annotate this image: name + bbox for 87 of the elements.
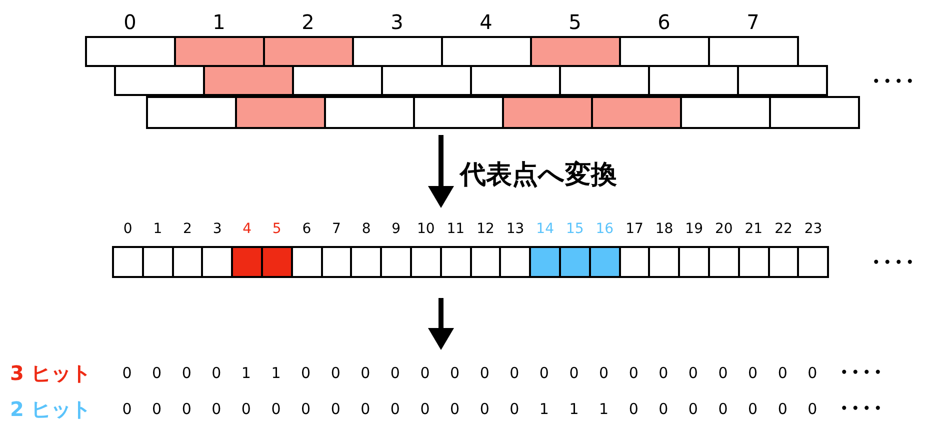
bit-value: 0 xyxy=(390,366,400,380)
bit-value: 0 xyxy=(330,402,340,416)
bit-value: 0 xyxy=(271,402,281,416)
ellipsis: •••• xyxy=(872,256,918,270)
bit-value: 0 xyxy=(658,402,668,416)
bit-value: 1 xyxy=(539,402,549,416)
bit-value: 0 xyxy=(450,366,460,380)
index-number: 3 xyxy=(390,12,404,32)
bit-value: 0 xyxy=(480,402,490,416)
bit-value: 0 xyxy=(748,402,758,416)
index-number: 10 xyxy=(416,222,435,236)
bit-value: 0 xyxy=(330,366,340,380)
index-number: 17 xyxy=(626,222,644,236)
bit-value: 0 xyxy=(360,402,370,416)
index-number: 12 xyxy=(476,222,494,236)
index-number: 6 xyxy=(302,222,312,236)
bit-value: 1 xyxy=(599,402,609,416)
bit-value: 1 xyxy=(569,402,579,416)
index-number: 13 xyxy=(506,222,524,236)
index-number: 4 xyxy=(480,12,492,32)
bit-value: 0 xyxy=(688,402,698,416)
bit-value: 1 xyxy=(271,366,281,380)
bit-value: 0 xyxy=(122,402,132,416)
index-number: 7 xyxy=(746,12,760,32)
bit-value: 0 xyxy=(152,366,162,380)
bit-value: 0 xyxy=(539,366,549,380)
bit-value: 0 xyxy=(688,366,698,380)
bit-value: 0 xyxy=(510,402,520,416)
bit-value: 0 xyxy=(748,366,758,380)
index-number: 5 xyxy=(568,12,582,32)
bit-value: 0 xyxy=(480,366,490,380)
bit-value: 0 xyxy=(420,366,430,380)
bit-value: 0 xyxy=(450,402,460,416)
index-number: 20 xyxy=(714,222,733,236)
index-number: 4 xyxy=(242,222,252,236)
index-number: 11 xyxy=(446,222,465,236)
row-label: 3 ヒット xyxy=(10,363,91,383)
bit-value: 0 xyxy=(122,366,132,380)
index-number: 1 xyxy=(212,12,226,32)
bit-value: 0 xyxy=(658,366,668,380)
index-number: 3 xyxy=(212,222,222,236)
bit-value: 0 xyxy=(778,402,788,416)
index-number: 19 xyxy=(685,222,703,236)
bit-value: 0 xyxy=(212,366,222,380)
index-number: 5 xyxy=(272,222,282,236)
index-number: 0 xyxy=(123,222,132,236)
bit-value: 0 xyxy=(182,402,192,416)
index-number: 6 xyxy=(658,12,670,32)
index-number: 2 xyxy=(183,222,192,236)
index-number: 22 xyxy=(774,222,792,236)
bit-value: 0 xyxy=(182,366,192,380)
bit-value: 0 xyxy=(599,366,609,380)
arrow-label: 代表点へ変換 xyxy=(460,162,617,188)
bit-value: 0 xyxy=(212,402,222,416)
bit-value: 0 xyxy=(718,402,728,416)
index-number: 0 xyxy=(124,12,136,32)
ellipsis: •••• xyxy=(840,402,886,416)
bit-value: 0 xyxy=(628,402,638,416)
bit-value: 0 xyxy=(628,366,638,380)
bit-value: 0 xyxy=(569,366,579,380)
index-number: 7 xyxy=(332,222,341,236)
index-number: 15 xyxy=(566,222,584,236)
index-number: 14 xyxy=(536,222,554,236)
bit-value: 0 xyxy=(301,402,311,416)
index-number: 23 xyxy=(804,222,822,236)
bit-value: 0 xyxy=(510,366,520,380)
index-number: 8 xyxy=(362,222,371,236)
ellipsis: •••• xyxy=(840,366,886,380)
row-label: 2 ヒット xyxy=(10,399,91,419)
index-number: 16 xyxy=(596,222,614,236)
bit-value: 1 xyxy=(241,366,251,380)
index-number: 21 xyxy=(744,222,763,236)
ellipsis: •••• xyxy=(872,75,918,89)
bit-value: 0 xyxy=(360,366,370,380)
bit-value: 0 xyxy=(778,366,788,380)
bit-value: 0 xyxy=(301,366,311,380)
bit-value: 0 xyxy=(390,402,400,416)
index-number: 18 xyxy=(655,222,674,236)
bit-value: 0 xyxy=(152,402,162,416)
bit-value: 0 xyxy=(808,402,818,416)
bit-value: 0 xyxy=(420,402,430,416)
index-number: 2 xyxy=(302,12,314,32)
bit-value: 0 xyxy=(241,402,251,416)
index-number: 1 xyxy=(153,222,162,236)
index-number: 9 xyxy=(392,222,401,236)
bit-value: 0 xyxy=(808,366,818,380)
bit-value: 0 xyxy=(718,366,728,380)
